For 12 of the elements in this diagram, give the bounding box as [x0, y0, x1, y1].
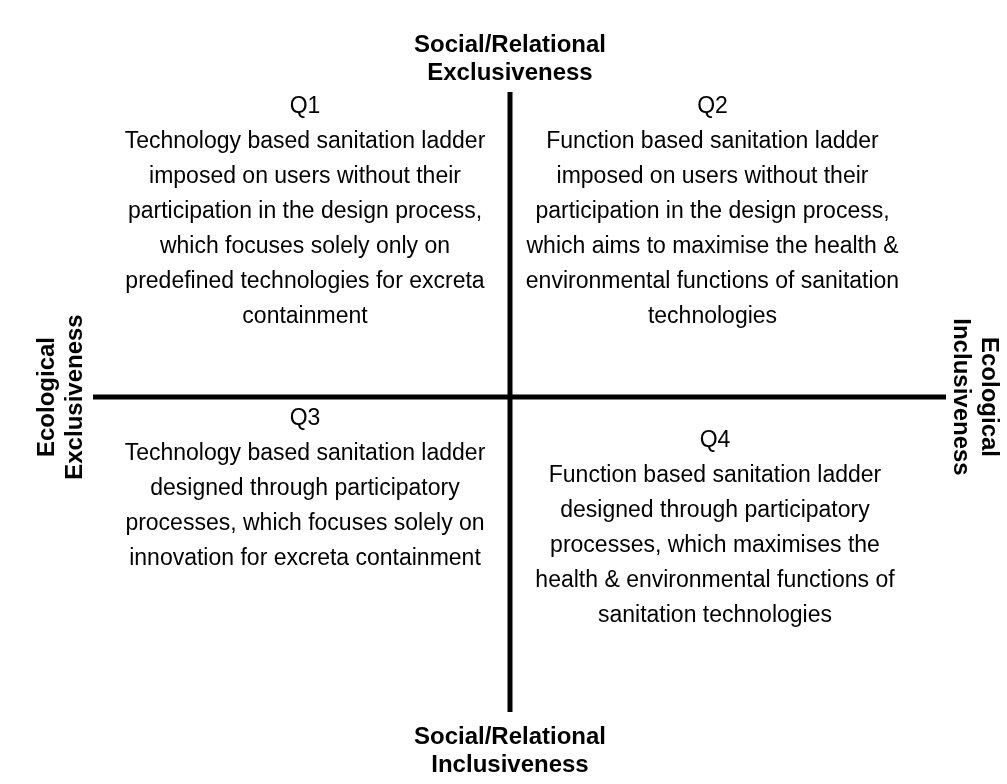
- axis-label: Ecological Exclusiveness: [32, 313, 88, 482]
- axis-label: Social/Relational Exclusiveness: [412, 30, 608, 86]
- quadrant-label: Q3: [288, 403, 322, 432]
- quadrant-description: Technology based sanitation ladder imposed on users without their participation in the design process, which focuses solely only on predefined technologies for excreta containment: [123, 126, 487, 330]
- quadrant-label: Q2: [696, 91, 729, 120]
- quadrant-label: Q1: [288, 91, 322, 120]
- quadrant-description: Technology based sanitation ladder designed through participatory processes, which focuses solely on innovation for excreta containment: [123, 438, 487, 572]
- axis-label: Social/Relational Inclusiveness: [412, 722, 608, 778]
- quadrant-description: Function based sanitation ladder designed through participatory processes, which maximises the health & environmental functions of sanitation technologies: [534, 460, 896, 629]
- quadrant-description: Function based sanitation ladder imposed on users without their participation in the design process, which aims to maximise the health & environmental functions of sanitation technologies: [524, 126, 901, 330]
- axis-label: Ecological Inclusiveness: [948, 317, 1004, 478]
- quadrant-label: Q4: [698, 425, 732, 454]
